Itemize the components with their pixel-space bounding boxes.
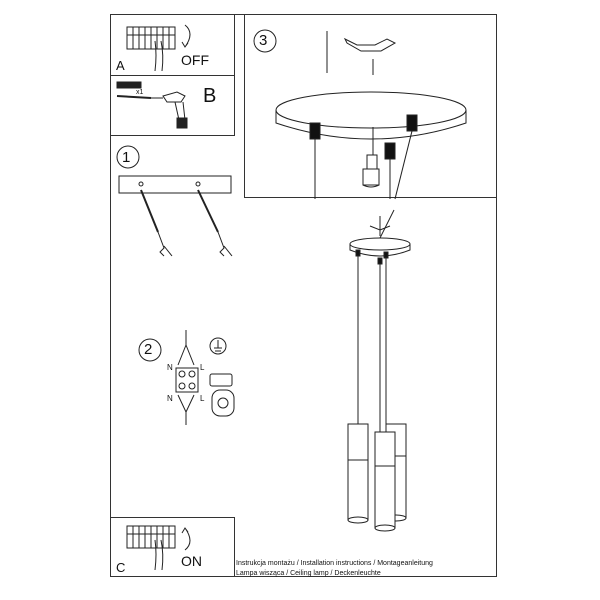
footer-line-2: Lampa wisząca / Ceiling lamp / Deckenleu… (236, 570, 381, 577)
wire-n-top: N (167, 363, 173, 372)
wire-l-bottom: L (200, 394, 205, 403)
wire-l-top: L (200, 363, 205, 372)
panel-a-label: A (116, 58, 125, 73)
footer-line-1: Instrukcja montażu / Installation instru… (236, 560, 433, 567)
panel-b-label: B (203, 85, 217, 107)
on-text: ON (181, 553, 202, 569)
panel-c-label: C (116, 560, 126, 575)
off-text: OFF (181, 52, 209, 68)
wire-n-bottom: N (167, 394, 173, 403)
breaker-on-illustration (126, 525, 191, 571)
panel-c-power-on: C ON (110, 517, 235, 577)
drill-and-anchor-illustration (116, 81, 188, 129)
panel-b-tools: x1 B (110, 75, 235, 136)
canopy-detail-illustration (253, 29, 467, 200)
breaker-off-illustration (126, 24, 191, 72)
step-2-number: 2 (144, 341, 153, 358)
step-3-number: 3 (259, 32, 268, 49)
screwdriver-quantity: x1 (136, 89, 144, 96)
panel-3-canopy-detail: 3 (244, 14, 497, 200)
step-1-number: 1 (122, 149, 131, 166)
